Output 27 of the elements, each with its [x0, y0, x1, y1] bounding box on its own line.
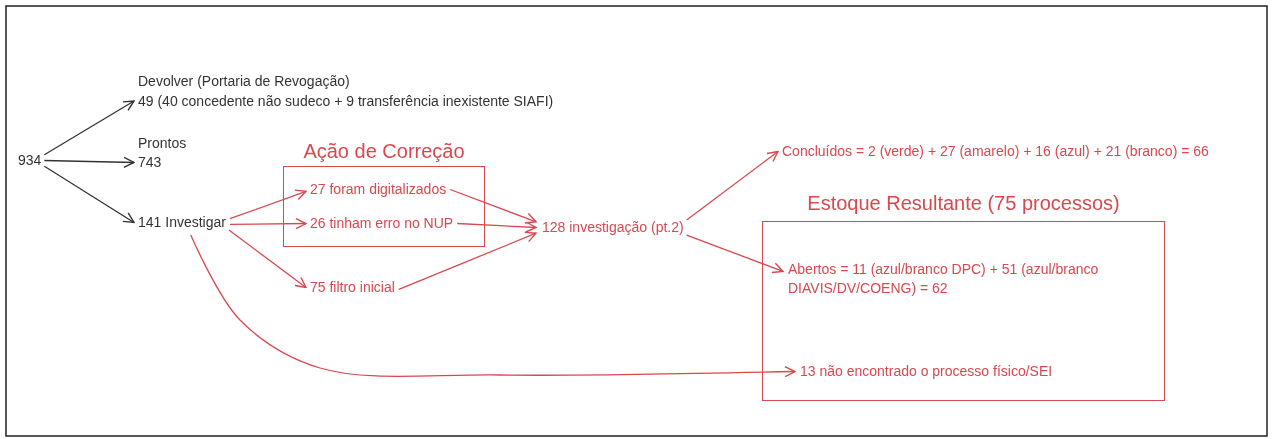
group-title: Estoque Resultante (75 processos) [806, 191, 1121, 216]
arrow [43, 100, 135, 156]
flow-label: 141 Investigar [138, 213, 226, 232]
arrow [190, 234, 796, 378]
flow-label: 743 [138, 153, 163, 172]
flow-heading: Prontos [138, 134, 187, 153]
flow-label: 27 foram digitalizados [310, 180, 447, 199]
arrow [229, 217, 307, 230]
arrow [449, 188, 537, 224]
arrow [398, 231, 537, 291]
arrow [456, 221, 537, 233]
arrow [686, 150, 779, 221]
flow-label: 934 [18, 151, 42, 170]
arrow [43, 165, 135, 224]
arrow [43, 156, 135, 168]
arrow [229, 189, 307, 220]
flow-label: 49 (40 concedente não sudeco + 9 transferência inexistente SIAFI) [138, 92, 554, 111]
arrow [686, 234, 784, 274]
flow-label: Concluídos = 2 (verde) + 27 (amarelo) + 16 (azul) + 21 (branco) = 66 [782, 142, 1209, 161]
group-title: Ação de Correção [302, 139, 466, 164]
flow-label: 26 tinham erro no NUP [310, 214, 454, 233]
flow-label: Abertos = 11 (azul/branco DPC) + 51 (azul/branco DIAVIS/DV/COENG) = 62 [788, 260, 1148, 298]
arrow [228, 229, 307, 289]
flow-label: 128 investigação (pt.2) [542, 218, 684, 237]
flow-label: 13 não encontrado o processo físico/SEI [800, 362, 1053, 381]
flow-label: 75 filtro inicial [310, 278, 395, 297]
flow-heading: Devolver (Portaria de Revogação) [138, 72, 351, 91]
